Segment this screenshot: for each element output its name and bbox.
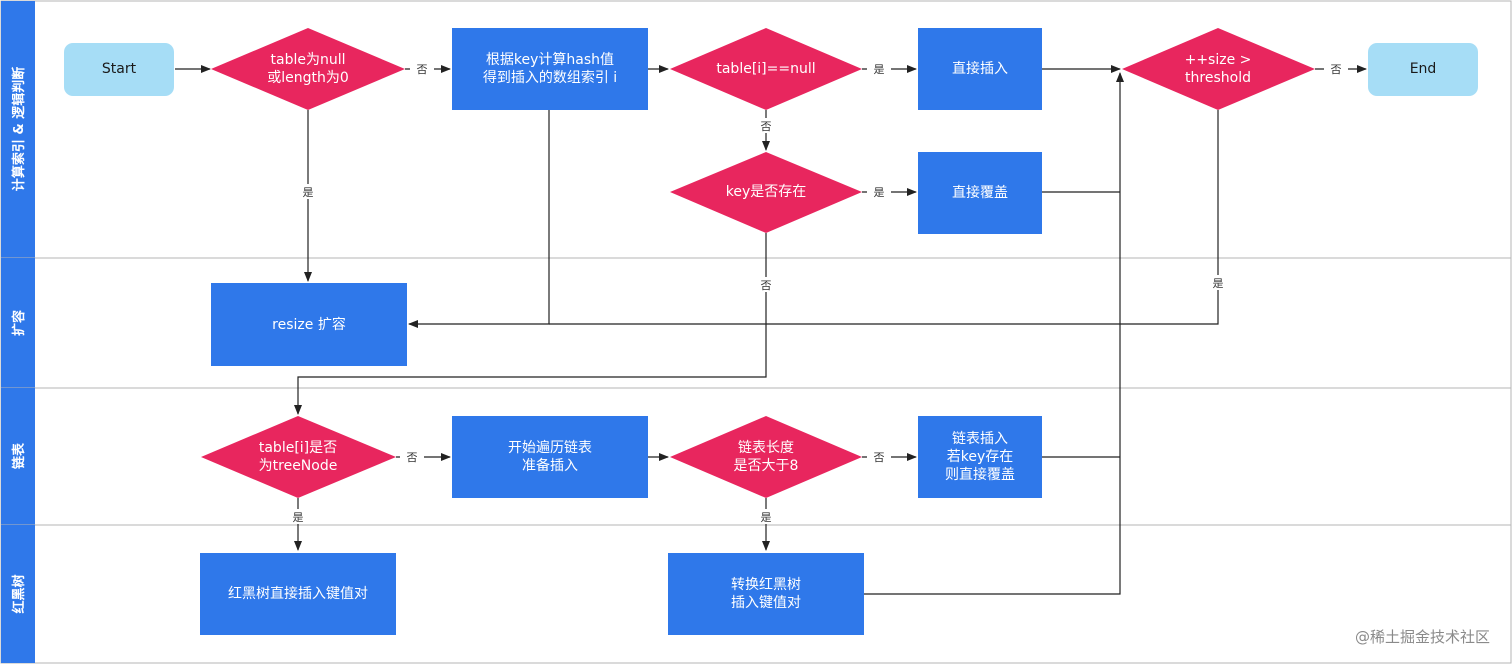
- process-list-insert-line1: 链表插入: [952, 431, 1008, 447]
- lane-header-linked-list: [1, 388, 35, 525]
- process-traverse-list[interactable]: 开始遍历链表 准备插入: [452, 416, 648, 498]
- lane-red-black-tree: 红黑树: [1, 525, 35, 663]
- process-direct-overwrite-label: 直接覆盖: [952, 184, 1008, 201]
- decision-table-null[interactable]: table为null 或length为0: [211, 28, 405, 110]
- end-terminal[interactable]: End: [1368, 43, 1478, 96]
- process-list-insert-line3: 则直接覆盖: [945, 466, 1015, 483]
- process-to-rbtree[interactable]: 转换红黑树 插入键值对: [668, 553, 864, 635]
- decision-list-len-gt8-line2: 是否大于8: [734, 458, 799, 474]
- lane-header-resize: [1, 258, 35, 388]
- process-rbtree-insert[interactable]: 红黑树直接插入键值对: [200, 553, 396, 635]
- edges: [175, 65, 1367, 595]
- edge-to-rbtree-to-size: [864, 72, 1124, 595]
- edge-size-yes-to-resize: [549, 110, 1219, 325]
- edge-label-no: 否: [761, 120, 772, 133]
- decision-table-i-null[interactable]: table[i]==null: [670, 28, 862, 110]
- end-label: End: [1410, 61, 1437, 77]
- edge-label-yes: 是: [874, 186, 885, 199]
- edge-label-yes: 是: [293, 511, 304, 524]
- nodes: Start table为null 或length为0 根据key计算hash值 …: [64, 28, 1478, 635]
- decision-is-treenode[interactable]: table[i]是否 为treeNode: [201, 416, 396, 498]
- lane-header-compute-logic: [1, 1, 35, 258]
- decision-table-i-null-label: table[i]==null: [716, 61, 815, 77]
- process-resize-label: resize 扩容: [272, 316, 346, 333]
- decision-list-len-gt8-line1: 链表长度: [738, 440, 794, 456]
- decision-table-null-line1: table为null: [271, 52, 346, 68]
- edge-label-yes: 是: [874, 63, 885, 76]
- lane-compute-logic: 计算索引 & 逻辑判断: [1, 1, 1511, 259]
- lane-linked-list: 链表: [1, 388, 1511, 526]
- decision-table-null-line2: 或length为0: [267, 70, 349, 86]
- edge-label-yes: 是: [303, 186, 314, 199]
- process-to-rbtree-line1: 转换红黑树: [731, 576, 801, 593]
- edge-label-yes: 是: [761, 511, 772, 524]
- edge-label-no: 否: [407, 451, 418, 464]
- decision-size-threshold-line2: threshold: [1185, 70, 1251, 86]
- lane-label-linked-list: 链表: [11, 442, 27, 470]
- decision-is-treenode-line1: table[i]是否: [259, 440, 337, 456]
- edge-label-no: 否: [874, 451, 885, 464]
- lane-label-compute-logic: 计算索引 & 逻辑判断: [11, 67, 27, 191]
- process-rbtree-insert-label: 红黑树直接插入键值对: [228, 585, 368, 602]
- decision-is-treenode-line2: 为treeNode: [259, 458, 338, 474]
- edge-label-no: 否: [1331, 63, 1342, 76]
- edge-labels: 否 是 否 否 是 是 否 是 否 否 是 是: [288, 61, 1348, 524]
- process-direct-insert[interactable]: 直接插入: [918, 28, 1042, 110]
- process-calc-hash-line1: 根据key计算hash值: [486, 52, 614, 68]
- start-label: Start: [102, 61, 137, 77]
- edge-label-no: 否: [761, 279, 772, 292]
- process-direct-insert-label: 直接插入: [952, 60, 1008, 77]
- lane-header-red-black-tree: [1, 525, 35, 663]
- process-direct-overwrite[interactable]: 直接覆盖: [918, 152, 1042, 234]
- process-calc-hash[interactable]: 根据key计算hash值 得到插入的数组索引 i: [452, 28, 648, 110]
- process-calc-hash-line2: 得到插入的数组索引 i: [483, 69, 617, 86]
- lane-label-red-black-tree: 红黑树: [11, 574, 27, 613]
- edge-label-no: 否: [417, 63, 428, 76]
- edge-key-exists-no: [294, 233, 767, 415]
- process-resize[interactable]: resize 扩容: [211, 283, 407, 366]
- process-to-rbtree-line2: 插入键值对: [731, 595, 801, 611]
- process-list-insert-line2: 若key存在: [947, 449, 1014, 465]
- lane-resize: 扩容: [1, 258, 1511, 389]
- decision-key-exists[interactable]: key是否存在: [670, 152, 862, 233]
- process-traverse-list-line1: 开始遍历链表: [508, 440, 592, 456]
- start-terminal[interactable]: Start: [64, 43, 174, 96]
- decision-list-len-gt8[interactable]: 链表长度 是否大于8: [670, 416, 862, 498]
- edge-label-yes: 是: [1213, 277, 1224, 290]
- process-list-insert[interactable]: 链表插入 若key存在 则直接覆盖: [918, 416, 1042, 498]
- decision-size-threshold[interactable]: ++size > threshold: [1122, 28, 1315, 110]
- process-traverse-list-line2: 准备插入: [522, 457, 578, 474]
- watermark-text: @稀土掘金技术社区: [1355, 628, 1490, 646]
- decision-key-exists-label: key是否存在: [726, 184, 807, 200]
- decision-size-threshold-line1: ++size >: [1185, 52, 1252, 68]
- lane-label-resize: 扩容: [11, 310, 27, 336]
